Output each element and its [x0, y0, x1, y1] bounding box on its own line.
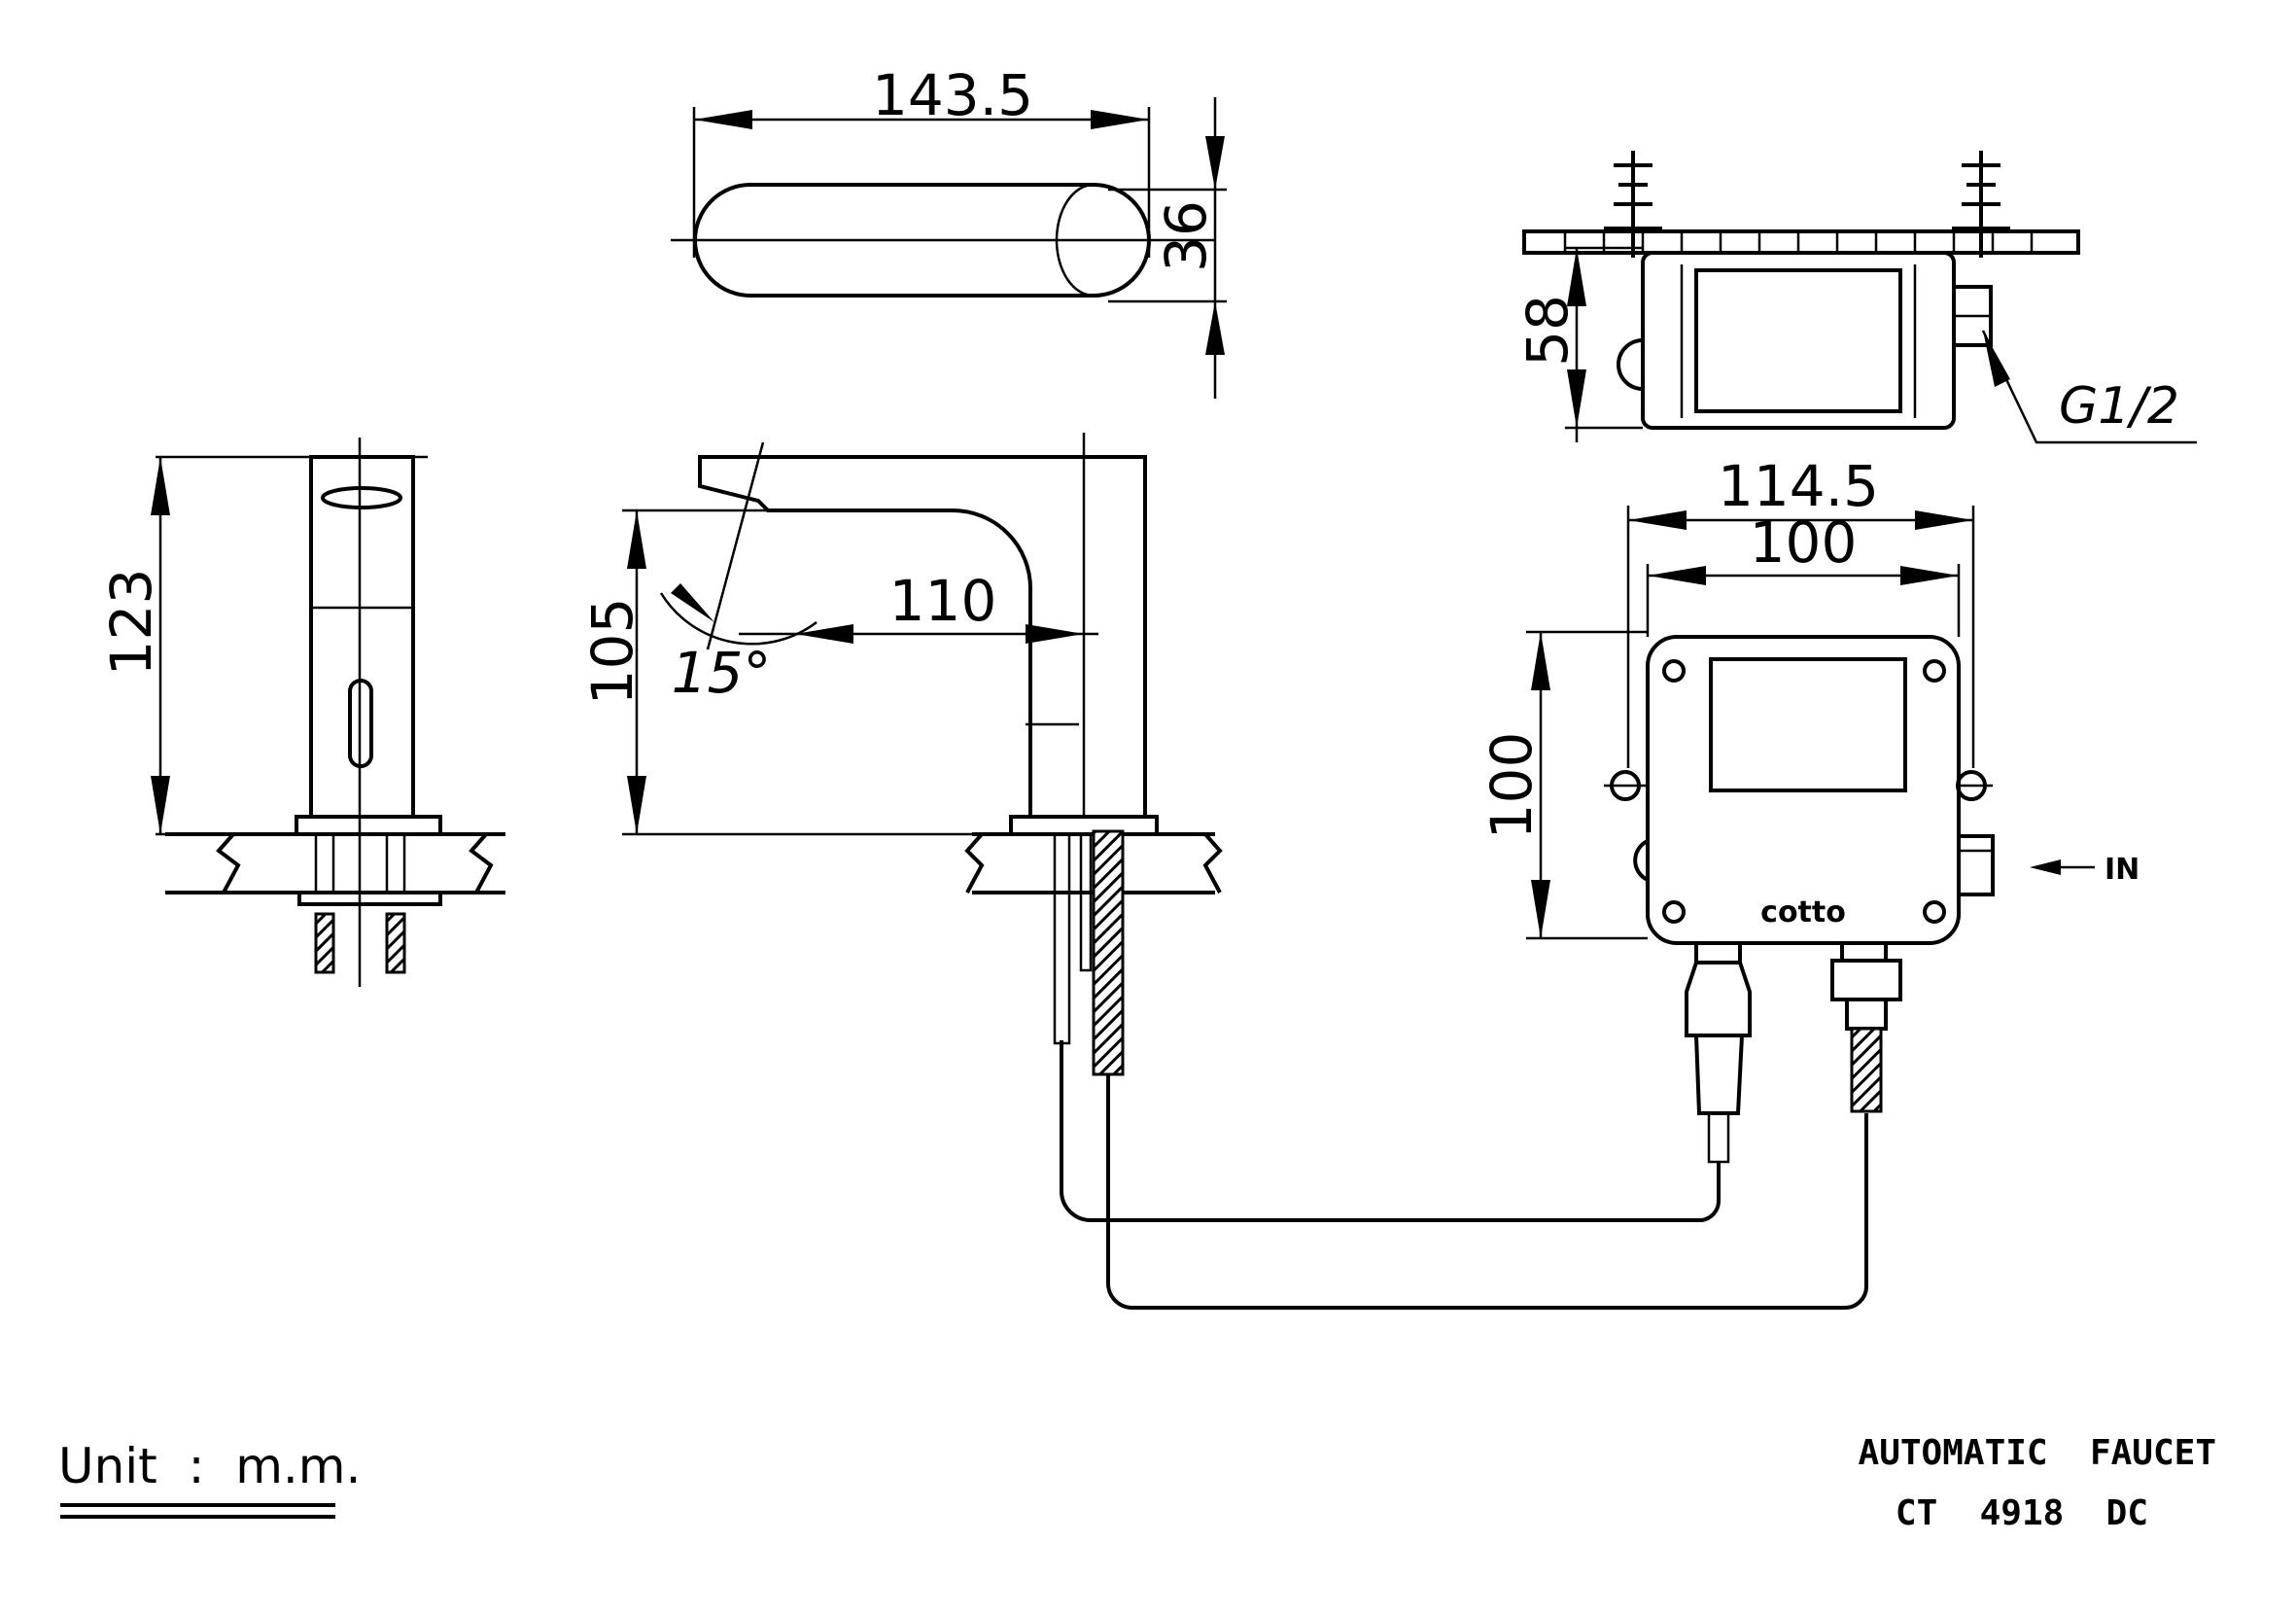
inlet-label: IN	[2105, 853, 2139, 887]
dim-box-outer-width: 114.5	[1718, 453, 1879, 519]
profile-view	[622, 433, 1223, 1076]
dim-box-inner-width: 100	[1750, 509, 1858, 576]
brand-logo: cotto	[1760, 895, 1846, 929]
dim-angle: 15°	[672, 640, 772, 706]
dim-top-length: 143.5	[872, 62, 1033, 128]
dim-box-depth: 58	[1514, 295, 1581, 367]
top-view	[671, 97, 1227, 399]
dim-side-height: 123	[98, 569, 164, 677]
dim-box-height: 100	[1478, 732, 1545, 840]
dim-spout-reach: 110	[889, 568, 997, 634]
product-name: AUTOMATIC FAUCET	[1859, 1433, 2216, 1473]
control-box-front-view	[1526, 506, 2095, 1164]
dim-spout-height: 105	[579, 598, 645, 706]
control-box-side-view	[1522, 151, 2197, 444]
dim-top-width: 36	[1153, 200, 1219, 272]
unit-label: Unit : m.m.	[58, 1438, 361, 1494]
model-number: CT 4918 DC	[1896, 1493, 2148, 1533]
connecting-tubes	[1060, 1040, 1868, 1310]
dim-thread: G1/2	[2059, 377, 2179, 436]
front-view	[151, 438, 505, 987]
